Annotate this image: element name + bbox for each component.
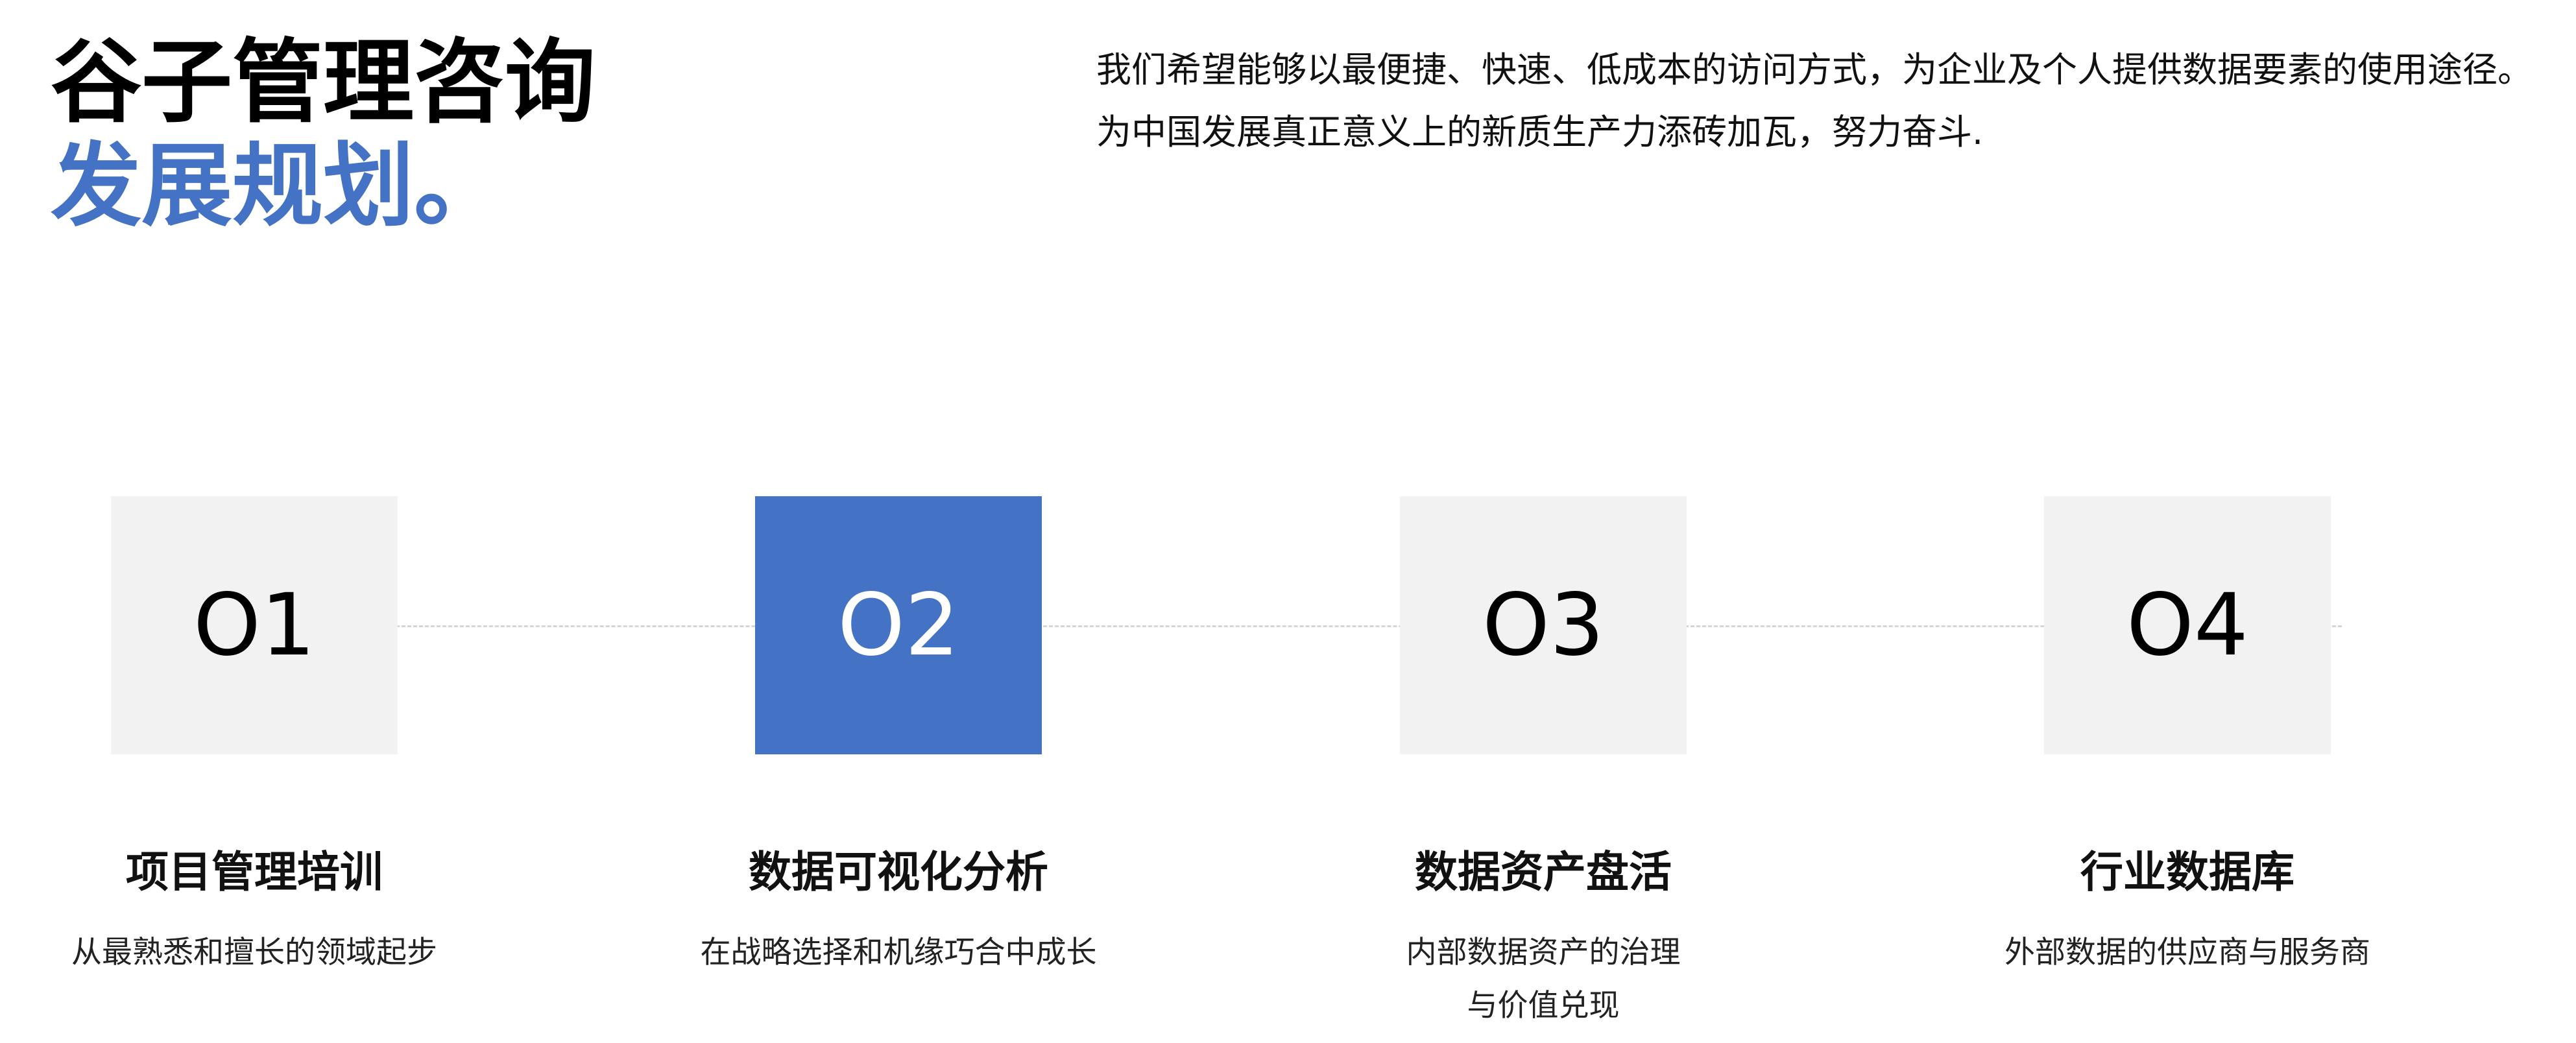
intro-line-1: 我们希望能够以最便捷、快速、低成本的访问方式，为企业及个人提供数据要素的使用途径… [1096, 49, 2533, 90]
page-title: 谷子管理咨询 发展规划。 [51, 31, 634, 239]
timeline-connector [396, 625, 2342, 627]
step-box-02: O2 [755, 496, 1042, 754]
title-subject: 发展规划。 [51, 134, 505, 239]
step-desc-04-line-1: 外部数据的供应商与服务商 [2004, 935, 2370, 970]
step-label-03: 数据资产盘活 [1415, 847, 1672, 897]
step-desc-01: 从最熟悉和擅长的领域起步 [0, 926, 514, 979]
intro-text: 我们希望能够以最便捷、快速、低成本的访问方式，为企业及个人提供数据要素的使用途径… [1096, 39, 2549, 163]
step-desc-04: 外部数据的供应商与服务商 [1928, 926, 2447, 979]
step-desc-03-line-2: 与价值兑现 [1467, 988, 1620, 1024]
step-desc-03: 内部数据资产的治理 与价值兑现 [1284, 926, 1803, 1033]
step-desc-03-line-1: 内部数据资产的治理 [1406, 935, 1681, 970]
step-box-03: O3 [1400, 496, 1687, 754]
step-box-04: O4 [2044, 496, 2331, 754]
step-desc-02-line-1: 在战略选择和机缘巧合中成长 [700, 935, 1097, 970]
step-label-02: 数据可视化分析 [749, 847, 1048, 897]
step-label-04: 行业数据库 [2080, 847, 2294, 897]
step-label-01: 项目管理培训 [126, 847, 383, 897]
step-box-01: O1 [111, 496, 398, 754]
step-desc-01-line-1: 从最熟悉和擅长的领域起步 [71, 935, 437, 970]
step-desc-02: 在战略选择和机缘巧合中成长 [639, 926, 1158, 979]
title-company: 谷子管理咨询 [51, 30, 596, 136]
intro-line-2: 为中国发展真正意义上的新质生产力添砖加瓦，努力奋斗. [1096, 112, 1984, 152]
